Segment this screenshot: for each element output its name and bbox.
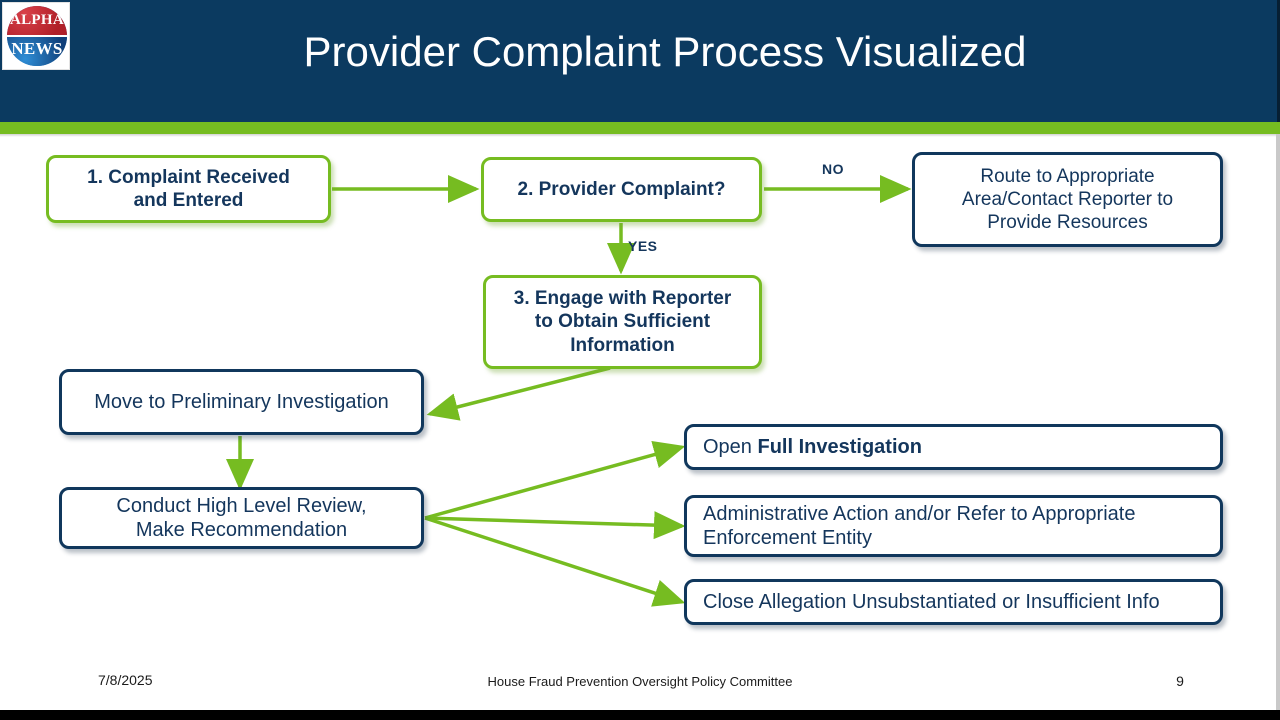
footer-date: 7/8/2025 (98, 672, 153, 688)
node-open-full-investigation-text: Open Full Investigation (687, 435, 1220, 459)
node-engage-line1: 3. Engage with Reporter (513, 288, 732, 310)
node-administrative-action[interactable]: Administrative Action and/or Refer to Ap… (684, 495, 1223, 557)
logo-text-news: NEWS (11, 39, 63, 58)
node-provider-complaint-text: 2. Provider Complaint? (517, 178, 726, 200)
node-route-line3: Provide Resources (987, 212, 1148, 234)
bottom-letterbox-bar (0, 710, 1280, 720)
node-move-to-preliminary-text: Move to Preliminary Investigation (94, 390, 389, 413)
node-route-line2: Area/Contact Reporter to (961, 188, 1174, 210)
node-engage-line3: Information (570, 334, 675, 356)
arrow-engage-to-preliminary (426, 366, 611, 421)
node-close-allegation[interactable]: Close Allegation Unsubstantiated or Insu… (684, 579, 1223, 625)
node-engage-with-reporter[interactable]: 3. Engage with Reporter to Obtain Suffic… (483, 275, 762, 369)
edge-label-yes: YES (628, 238, 658, 254)
footer-page-number: 9 (1176, 673, 1184, 689)
node-engage-line2: to Obtain Sufficient (534, 311, 711, 333)
logo-top-half (7, 6, 67, 35)
node-complaint-received-text: 1. Complaint Received and Entered (49, 166, 328, 212)
node-open-prefix: Open (703, 435, 758, 458)
node-admin-line1: Administrative Action and/or Refer to Ap… (703, 502, 1136, 525)
logo-text-alpha: ALPHA (10, 12, 64, 28)
node-provider-complaint[interactable]: 2. Provider Complaint? (481, 157, 762, 222)
node-move-to-preliminary-investigation[interactable]: Move to Preliminary Investigation (59, 369, 424, 435)
node-route-to-appropriate[interactable]: Route to Appropriate Area/Contact Report… (912, 152, 1223, 247)
footer-committee: House Fraud Prevention Oversight Policy … (487, 674, 793, 689)
node-complaint-received-line1: 1. Complaint Received (87, 166, 290, 188)
arrow-review-to-full-investigation (424, 440, 686, 520)
arrow-review-to-administrative-action (424, 511, 686, 540)
node-review-line1: Conduct High Level Review, (116, 494, 367, 517)
right-edge-strip (1276, 134, 1280, 710)
arrow-review-to-close-allegation (424, 516, 686, 607)
node-conduct-high-level-review[interactable]: Conduct High Level Review, Make Recommen… (59, 487, 424, 549)
page-title: Provider Complaint Process Visualized (303, 28, 1027, 75)
node-administrative-action-text: Administrative Action and/or Refer to Ap… (687, 502, 1220, 551)
node-open-full-investigation[interactable]: Open Full Investigation (684, 424, 1223, 470)
node-admin-line2: Enforcement Entity (703, 527, 872, 549)
node-conduct-high-level-review-text: Conduct High Level Review, Make Recommen… (62, 494, 421, 543)
node-close-allegation-text: Close Allegation Unsubstantiated or Insu… (703, 590, 1160, 613)
node-route-line1: Route to Appropriate (980, 165, 1155, 187)
logo-divider (7, 35, 67, 37)
edge-label-no: NO (822, 161, 844, 177)
accent-bar-shadow (0, 134, 1280, 137)
node-complaint-received[interactable]: 1. Complaint Received and Entered (46, 155, 331, 223)
logo-bottom-half (7, 37, 67, 66)
header-right-edge (1277, 0, 1280, 122)
alpha-news-logo: ALPHA NEWS (2, 2, 70, 70)
node-review-line2: Make Recommendation (135, 519, 348, 541)
node-engage-with-reporter-text: 3. Engage with Reporter to Obtain Suffic… (486, 287, 759, 357)
logo-circle: ALPHA NEWS (7, 6, 67, 66)
node-route-to-appropriate-text: Route to Appropriate Area/Contact Report… (915, 165, 1220, 235)
header-band (0, 0, 1280, 122)
accent-bar (0, 122, 1280, 134)
node-open-emphasis: Full Investigation (757, 435, 922, 458)
node-complaint-received-line2: and Entered (133, 190, 244, 211)
